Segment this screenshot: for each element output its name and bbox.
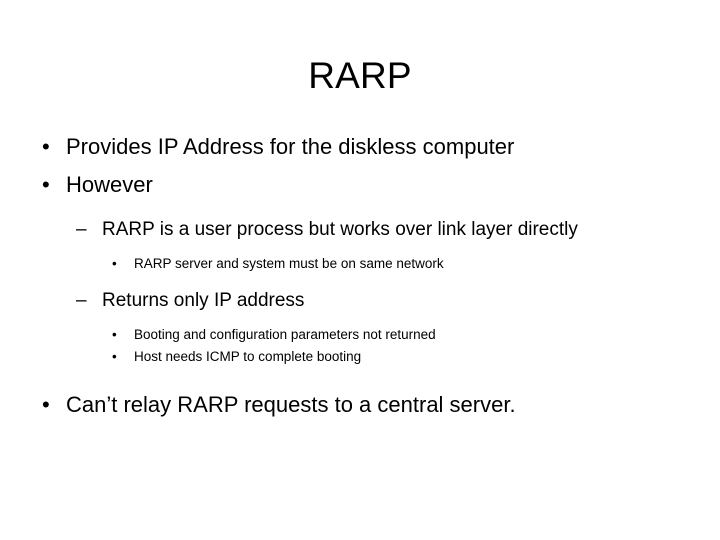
bullet-text: Host needs ICMP to complete booting xyxy=(134,349,362,364)
bullet-text: Returns only IP address xyxy=(102,290,305,311)
bullet-text: RARP server and system must be on same n… xyxy=(134,256,444,271)
slide-body: • Provides IP Address for the diskless c… xyxy=(0,128,720,424)
bullet-level3-booting-params: • Booting and configuration parameters n… xyxy=(0,324,720,346)
bullet-level1-however: • However xyxy=(0,166,720,204)
spacer xyxy=(0,368,720,386)
spacer xyxy=(0,275,720,287)
bullet-level3-same-network: • RARP server and system must be on same… xyxy=(0,253,720,275)
bullet-marker-icon: • xyxy=(112,256,117,271)
spacer xyxy=(0,244,720,253)
spacer xyxy=(0,204,720,216)
bullet-level1-provides: • Provides IP Address for the diskless c… xyxy=(0,128,720,166)
bullet-level3-host-icmp: • Host needs ICMP to complete booting xyxy=(0,346,720,368)
bullet-text: Provides IP Address for the diskless com… xyxy=(66,134,515,159)
bullet-level2-returns-ip: – Returns only IP address xyxy=(0,287,720,315)
bullet-level1-cant-relay: • Can’t relay RARP requests to a central… xyxy=(0,386,720,424)
dash-marker-icon: – xyxy=(76,219,87,240)
bullet-text: Booting and configuration parameters not… xyxy=(134,327,436,342)
bullet-text: Can’t relay RARP requests to a central s… xyxy=(66,392,516,417)
bullet-marker-icon: • xyxy=(42,134,50,159)
page-title: RARP xyxy=(308,55,412,96)
bullet-marker-icon: • xyxy=(112,349,117,364)
bullet-text: However xyxy=(66,172,153,197)
spacer xyxy=(0,315,720,324)
dash-marker-icon: – xyxy=(76,290,87,311)
bullet-marker-icon: • xyxy=(42,392,50,417)
bullet-level2-user-process: – RARP is a user process but works over … xyxy=(0,216,720,244)
bullet-marker-icon: • xyxy=(42,172,50,197)
bullet-text: RARP is a user process but works over li… xyxy=(102,219,578,240)
bullet-marker-icon: • xyxy=(112,327,117,342)
